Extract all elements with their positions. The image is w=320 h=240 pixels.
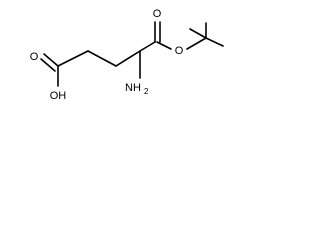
acid-hydroxyl-label: OH — [50, 90, 67, 102]
amine-subscript-label: 2 — [144, 87, 149, 96]
chain-bond-3 — [115, 50, 141, 67]
molecule-structure-diagram: O OH O O NH 2 — [30, 8, 224, 102]
ester-c-o-bond — [156, 41, 172, 50]
ester-link-oxygen-label: O — [175, 45, 184, 57]
tbu-methyl-3 — [189, 28, 207, 39]
chain-bond-1 — [57, 50, 89, 67]
acid-carbonyl-oxygen-label: O — [30, 51, 39, 63]
ester-carbonyl-double-bond — [154, 21, 161, 43]
acid-carbonyl-double-bond — [40, 53, 59, 72]
amine-nh-label: NH — [125, 82, 141, 94]
o-tbu-bond — [186, 37, 207, 50]
amine-label: NH 2 — [125, 82, 149, 96]
ester-carbonyl-oxygen-label: O — [153, 8, 162, 20]
chain-bond-2 — [87, 50, 117, 67]
alpha-c-ester-c-bond — [139, 41, 156, 52]
tbu-methyl-2 — [205, 37, 224, 47]
